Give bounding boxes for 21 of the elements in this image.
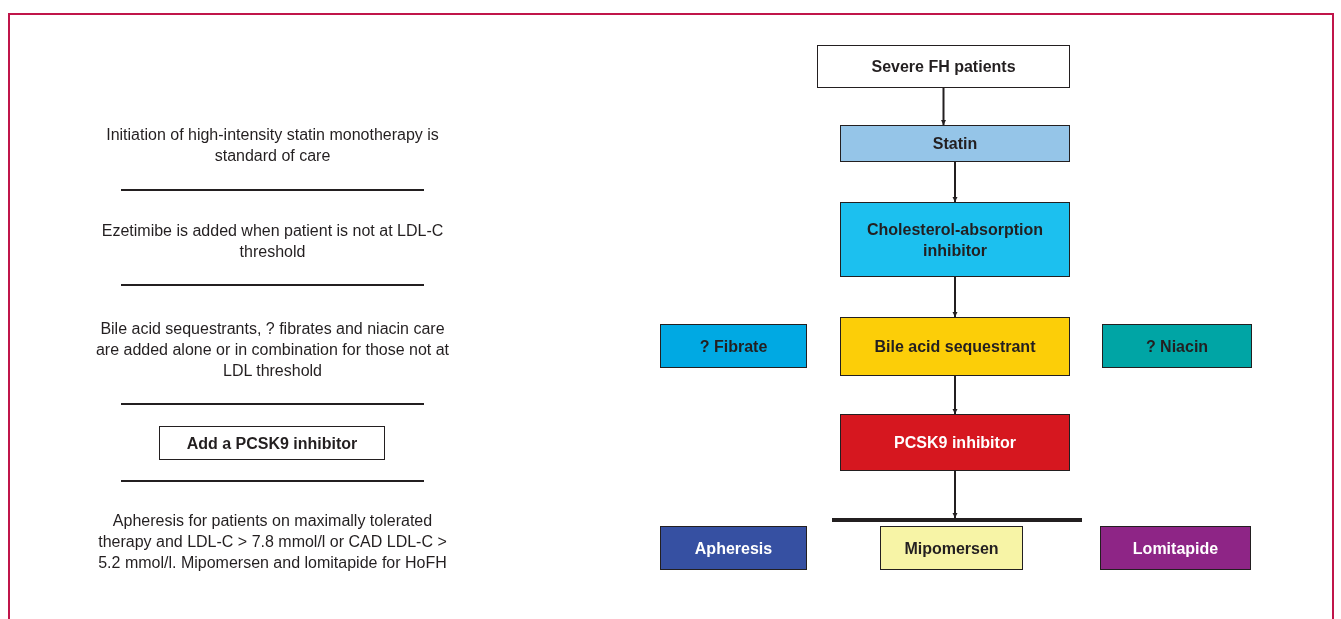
arrow: [941, 87, 946, 126]
option-box: Apheresis: [660, 526, 807, 570]
arrow: [952, 161, 958, 203]
divider-bar: [832, 518, 1082, 522]
process-box: Bile acid sequestrant: [840, 317, 1070, 376]
option-box: ? Fibrate: [660, 324, 807, 368]
step-note: Apheresis for patients on maximally tolerated therapy and LDL-C > 7.8 mmol/l or CAD LDL-C > 5.2 mmol/l. Mipomersen and lomitapide for HoFH: [97, 511, 448, 573]
process-box: PCSK9 inhibitor: [840, 414, 1070, 471]
option-box: Mipomersen: [880, 526, 1023, 570]
step-box: Add a PCSK9 inhibitor: [159, 426, 385, 460]
option-box: Lomitapide: [1100, 526, 1251, 570]
arrow: [952, 470, 958, 519]
option-box: ? Niacin: [1102, 324, 1252, 368]
arrow: [952, 276, 958, 318]
step-note: Initiation of high-intensity statin monotherapy is standard of care: [105, 125, 440, 166]
step-note: Bile acid sequestrants, ? fibrates and niacin care are added alone or in combination for those not at LDL threshold: [94, 319, 451, 381]
process-box: Statin: [840, 125, 1070, 162]
step-note: Ezetimibe is added when patient is not at LDL-C threshold: [100, 221, 445, 262]
start-box: Severe FH patients: [817, 45, 1070, 88]
process-box: Cholesterol-absorption inhibitor: [840, 202, 1070, 277]
arrow: [952, 375, 958, 415]
